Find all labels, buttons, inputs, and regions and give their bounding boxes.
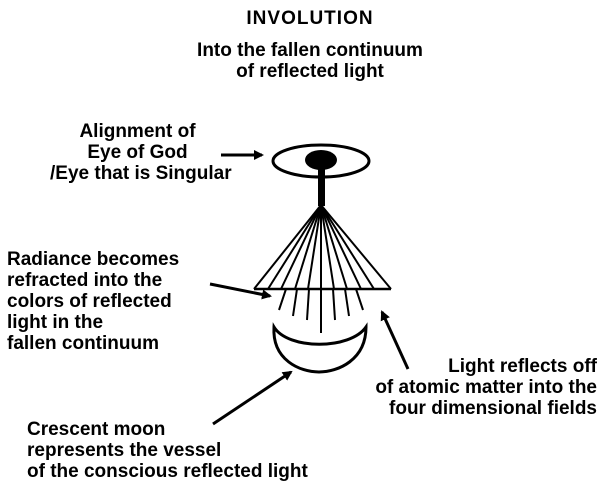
- arrow-icon: [212, 370, 293, 426]
- refracted-ray: [278, 288, 287, 311]
- radiance-label-line: light in the: [7, 312, 104, 333]
- light-ray: [320, 204, 348, 290]
- crescent-moon-icon: [272, 322, 368, 374]
- light-label-line: Light reflects off: [448, 356, 597, 377]
- refracted-ray: [355, 288, 364, 311]
- light-ray: [320, 204, 392, 290]
- light-ray: [253, 204, 322, 290]
- refracted-rays: [278, 288, 364, 333]
- subtitle-line: of reflected light: [236, 61, 384, 82]
- subtitle-line: Into the fallen continuum: [197, 40, 423, 61]
- refracted-ray: [344, 288, 350, 317]
- crescent-label: Crescent moon represents the vessel of t…: [27, 419, 308, 482]
- light-rays: [253, 204, 392, 290]
- light-ray: [267, 204, 322, 290]
- refracted-ray: [292, 288, 298, 317]
- diagram-subtitle: Into the fallen continuum of reflected l…: [0, 40, 600, 82]
- radiance-label: Radiance becomes refracted into the colo…: [7, 249, 179, 354]
- radiance-label-line: Radiance becomes: [7, 249, 180, 270]
- eye-label-line: Eye of God: [87, 142, 188, 163]
- radiance-label-line: fallen continuum: [7, 333, 159, 354]
- crescent-label-line: represents the vessel: [27, 440, 222, 461]
- light-label-line: of atomic matter into the: [375, 377, 597, 398]
- eye-label-line: /Eye that is Singular: [50, 163, 232, 184]
- light-ray: [307, 204, 322, 290]
- light-ray: [280, 204, 322, 290]
- radiance-label-line: colors of reflected: [7, 291, 172, 312]
- light-ray: [320, 204, 335, 290]
- refracted-ray: [332, 288, 336, 321]
- light-stem: [318, 160, 325, 206]
- refracted-ray: [306, 288, 310, 321]
- eye-label: Alignment of Eye of God /Eye that is Sin…: [50, 121, 232, 184]
- light-ray: [320, 204, 362, 290]
- light-label: Light reflects off of atomic matter into…: [375, 356, 597, 419]
- eye-label-line: Alignment of: [79, 121, 196, 142]
- light-ray: [320, 204, 375, 290]
- crescent-label-line: of the conscious reflected light: [27, 461, 308, 482]
- arrow-icon: [209, 282, 272, 300]
- crescent-label-line: Crescent moon: [27, 419, 166, 440]
- light-label-line: four dimensional fields: [389, 398, 597, 419]
- diagram-title: INVOLUTION: [246, 8, 374, 29]
- light-ray: [294, 204, 322, 290]
- radiance-label-line: refracted into the: [7, 270, 163, 291]
- arrow-icon: [380, 310, 410, 370]
